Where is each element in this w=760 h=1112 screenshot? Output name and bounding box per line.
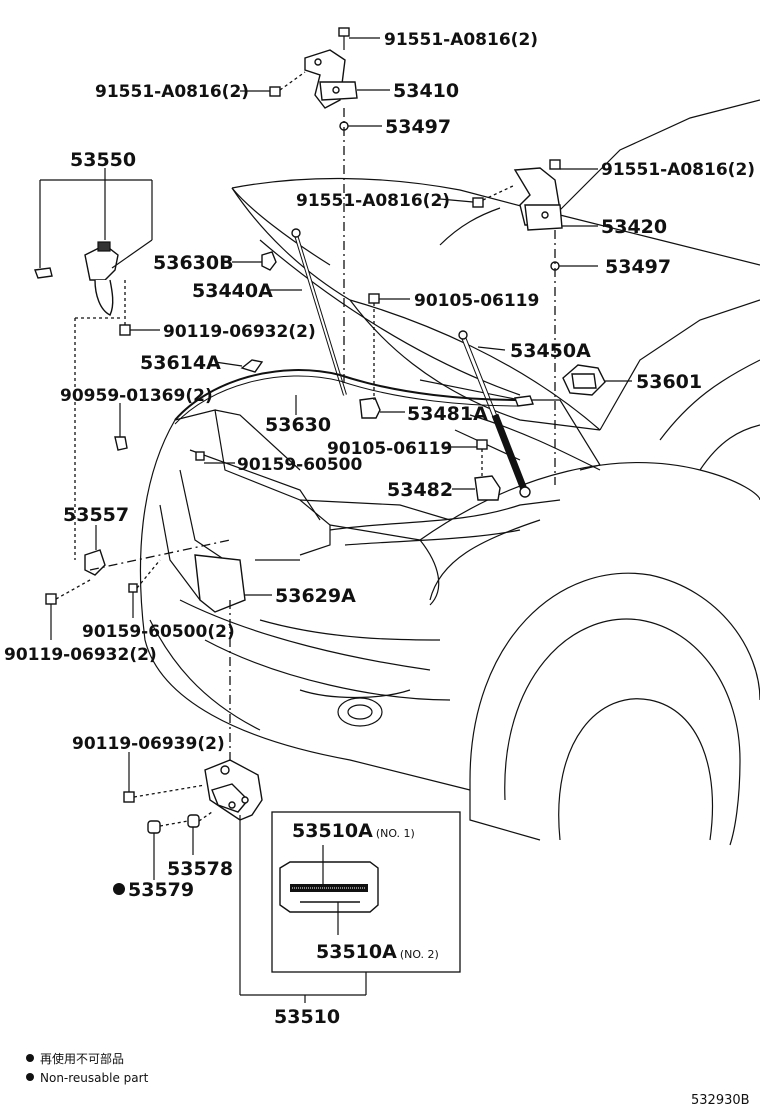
hood-release-cable: [174, 369, 534, 425]
hood-lock-assembly: [204, 759, 263, 821]
label-53510a-no1: 53510A(NO. 1): [292, 820, 415, 842]
label-53482: 53482: [387, 479, 453, 501]
label-90105-a: 90105-06119: [414, 291, 539, 311]
label-53579: 53579: [128, 879, 194, 901]
label-53614a: 53614A: [140, 352, 221, 374]
legend-bullet-icon: [26, 1073, 34, 1081]
label-53497-left: 53497: [385, 116, 451, 138]
caution-label-illustration: [279, 845, 379, 935]
label-90119-a: 90119-06932(2): [163, 322, 316, 342]
cushion-icon: [187, 811, 213, 828]
label-53601: 53601: [636, 371, 702, 393]
cushion-icon: [147, 820, 189, 834]
leader-lines: [50, 37, 632, 880]
hood-hinge-left: [304, 49, 358, 109]
release-lever: [562, 364, 606, 396]
legend-en: Non-reusable part: [40, 1071, 149, 1085]
label-53629a: 53629A: [275, 585, 356, 607]
strut-bracket-upper: [359, 397, 381, 419]
vehicle-body-outline: [139, 99, 760, 846]
clip-icon: [128, 559, 161, 593]
legend-jp: 再使用不可部品: [40, 1051, 124, 1066]
bolt-icon: [338, 27, 350, 50]
hood-catch: [84, 549, 106, 576]
label-90119-b: 90119-06932(2): [4, 645, 157, 665]
label-91551-left: 91551-A0816(2): [95, 82, 249, 102]
label-90959: 90959-01369(2): [60, 386, 213, 406]
lock-support: [194, 554, 246, 613]
label-53497-right: 53497: [605, 256, 671, 278]
bolt-icon: [269, 71, 306, 97]
clip-icon: [195, 451, 205, 461]
label-53578: 53578: [167, 858, 233, 880]
label-53550: 53550: [70, 149, 136, 171]
legend-bullet-icon: [26, 1054, 34, 1062]
cable-clamp: [240, 359, 264, 373]
label-53510: 53510: [274, 1006, 340, 1028]
label-53557: 53557: [63, 504, 129, 526]
label-90119-c: 90119-06939(2): [72, 734, 225, 754]
bolt-icon: [476, 439, 488, 478]
label-53450a: 53450A: [510, 340, 591, 362]
label-53481a: 53481A: [407, 403, 488, 425]
label-90159-a: 90159-60500: [237, 455, 363, 475]
label-53630: 53630: [265, 414, 331, 436]
diagram-code: 532930B: [691, 1093, 750, 1108]
bolt-icon: [549, 159, 561, 170]
hood-hinge-right: [513, 167, 563, 231]
bolt-icon: [119, 324, 131, 336]
label-90159-b: 90159-60500(2): [82, 622, 235, 642]
legend: 再使用不可部品 Non-reusable part: [26, 1051, 149, 1085]
label-53420: 53420: [601, 216, 667, 238]
label-53410: 53410: [393, 80, 459, 102]
bolt-icon: [45, 579, 91, 605]
label-91551-right: 91551-A0816(2): [601, 160, 755, 180]
label-53630b: 53630B: [153, 252, 234, 274]
hood-lift-strut: [458, 330, 531, 498]
bolt-icon: [472, 184, 516, 208]
label-91551-mid: 91551-A0816(2): [296, 191, 450, 211]
non-reusable-mark-icon: [113, 883, 125, 895]
label-53510a-no2: 53510A(NO. 2): [316, 941, 439, 963]
hood-support-rod: [291, 228, 347, 396]
hood-support-hook: [34, 241, 119, 316]
stay-holder: [261, 251, 277, 271]
label-53440a: 53440A: [192, 280, 273, 302]
clip-icon: [114, 436, 128, 451]
label-91551-top: 91551-A0816(2): [384, 30, 538, 50]
strut-bracket-lower: [474, 475, 501, 501]
label-90105-b: 90105-06119: [327, 439, 452, 459]
bolt-icon: [123, 784, 206, 803]
